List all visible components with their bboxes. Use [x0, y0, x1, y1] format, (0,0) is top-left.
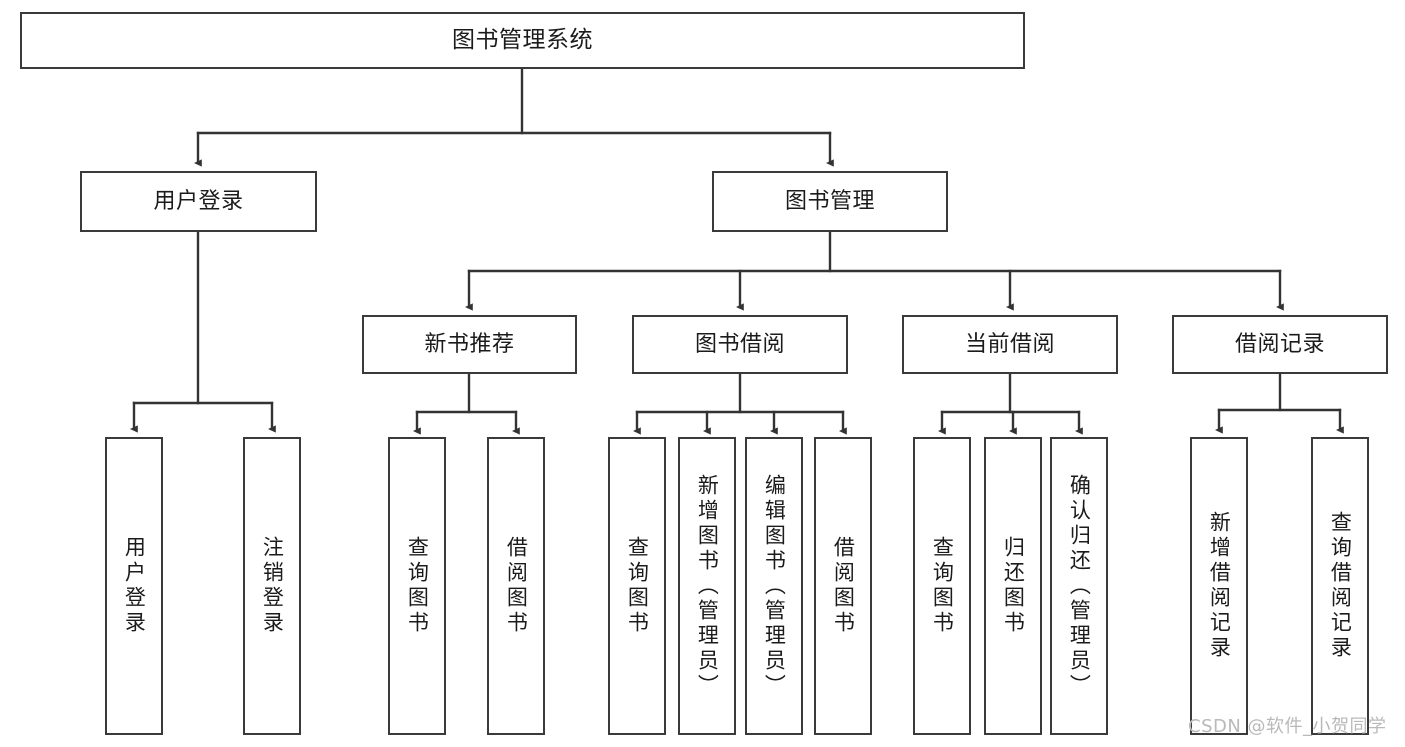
node-leaf-return-book[interactable]: 归还图书: [984, 437, 1042, 735]
node-user-login[interactable]: 用户登录: [80, 171, 317, 232]
node-leaf-add-book-label: 新增图书（管理员）: [695, 473, 720, 699]
node-root-label: 图书管理系统: [452, 26, 593, 53]
node-leaf-query-book-1[interactable]: 查询图书: [388, 437, 446, 735]
node-book-manage-label: 图书管理: [784, 188, 875, 214]
node-leaf-user-login-label: 用户登录: [122, 536, 147, 636]
node-leaf-return-book-label: 归还图书: [1001, 536, 1026, 636]
node-leaf-logout-label: 注销登录: [260, 536, 285, 636]
node-current-borrow-label: 当前借阅: [964, 331, 1055, 357]
node-root[interactable]: 图书管理系统: [20, 12, 1025, 69]
node-current-borrow[interactable]: 当前借阅: [902, 315, 1118, 374]
node-leaf-borrow-book-2-label: 借阅图书: [831, 536, 856, 636]
node-leaf-confirm-return-label: 确认归还（管理员）: [1067, 473, 1092, 699]
node-borrow-record[interactable]: 借阅记录: [1172, 315, 1388, 374]
node-leaf-add-record[interactable]: 新增借阅记录: [1190, 437, 1248, 735]
node-leaf-query-book-2-label: 查询图书: [625, 536, 650, 636]
node-leaf-borrow-book-1-label: 借阅图书: [504, 536, 529, 636]
node-leaf-add-record-label: 新增借阅记录: [1207, 511, 1232, 661]
node-leaf-edit-book-label: 编辑图书（管理员）: [762, 473, 787, 699]
node-new-book-recommend[interactable]: 新书推荐: [362, 315, 577, 374]
node-user-login-label: 用户登录: [153, 188, 244, 214]
node-new-book-recommend-label: 新书推荐: [424, 331, 515, 357]
node-leaf-user-login[interactable]: 用户登录: [105, 437, 163, 735]
node-leaf-borrow-book-2[interactable]: 借阅图书: [814, 437, 872, 735]
node-leaf-query-record[interactable]: 查询借阅记录: [1311, 437, 1369, 735]
node-leaf-query-book-1-label: 查询图书: [405, 536, 430, 636]
node-leaf-query-book-3[interactable]: 查询图书: [913, 437, 971, 735]
node-book-manage[interactable]: 图书管理: [712, 171, 948, 232]
node-leaf-query-record-label: 查询借阅记录: [1328, 511, 1353, 661]
node-leaf-query-book-2[interactable]: 查询图书: [608, 437, 666, 735]
node-leaf-logout[interactable]: 注销登录: [243, 437, 301, 735]
node-leaf-add-book[interactable]: 新增图书（管理员）: [678, 437, 736, 735]
node-borrow-record-label: 借阅记录: [1234, 331, 1325, 357]
node-book-borrow[interactable]: 图书借阅: [632, 315, 848, 374]
node-leaf-borrow-book-1[interactable]: 借阅图书: [487, 437, 545, 735]
watermark-text: CSDN @软件_小贺同学: [1188, 716, 1387, 737]
node-book-borrow-label: 图书借阅: [694, 331, 785, 357]
node-leaf-edit-book[interactable]: 编辑图书（管理员）: [745, 437, 803, 735]
node-leaf-query-book-3-label: 查询图书: [930, 536, 955, 636]
node-leaf-confirm-return[interactable]: 确认归还（管理员）: [1050, 437, 1108, 735]
